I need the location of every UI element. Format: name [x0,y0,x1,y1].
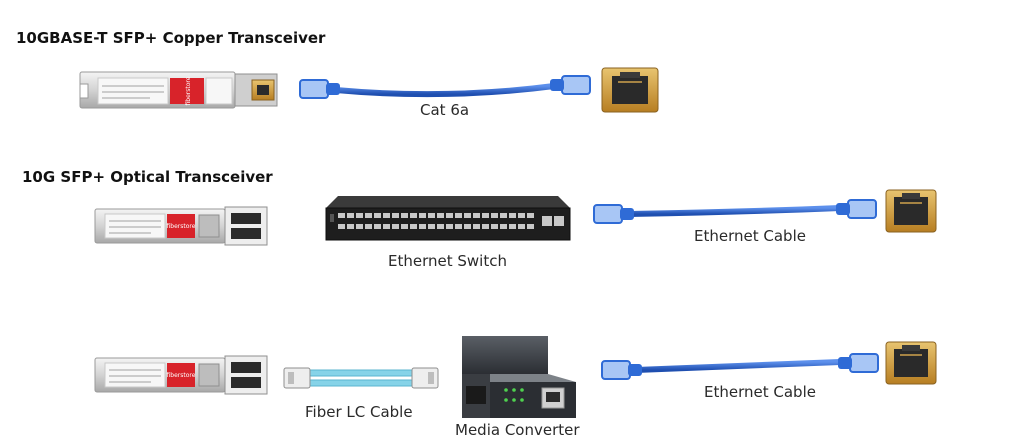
media-converter-label: Media Converter [455,421,580,439]
rj45-port-icon [885,189,937,233]
copper-module-brand: fiberstore [185,76,192,105]
ethernet-cable [601,353,879,380]
ethernet-cable [593,199,877,224]
rj45-port-icon [885,341,937,385]
optical-section-title: 10G SFP+ Optical Transceiver [22,168,273,186]
cat6a-label: Cat 6a [420,101,470,119]
ethernet-cable-label-1: Ethernet Cable [694,227,806,245]
sfp-optical-module-icon: fiberstore [94,206,268,246]
rj45-plug-icon [836,199,877,219]
lc-connector-icon [411,367,439,389]
lc-connector-icon [283,367,311,389]
rj45-plug-icon [838,353,879,373]
rj45-plug-icon [593,204,634,224]
sfp-copper-module-icon: fiberstore [79,71,278,109]
sfp-optical-module-icon: fiberstore [94,355,268,395]
rj45-port-icon [601,67,659,113]
ethernet-switch-label: Ethernet Switch [388,252,507,270]
rj45-plug-icon [299,79,340,99]
converter-module-brand: fiberstore [167,372,196,379]
copper-section-title: 10GBASE-T SFP+ Copper Transceiver [16,29,326,47]
fiber-lc-cable [283,367,439,389]
rj45-plug-icon [601,360,642,380]
optical-module-brand: fiberstore [167,223,196,230]
fiber-lc-cable-label: Fiber LC Cable [305,403,413,421]
media-converter-icon [462,336,576,418]
ethernet-cable-label-2: Ethernet Cable [704,383,816,401]
ethernet-switch-icon [325,196,571,241]
rj45-plug-icon [550,75,591,95]
cat6a-cable [299,75,591,99]
